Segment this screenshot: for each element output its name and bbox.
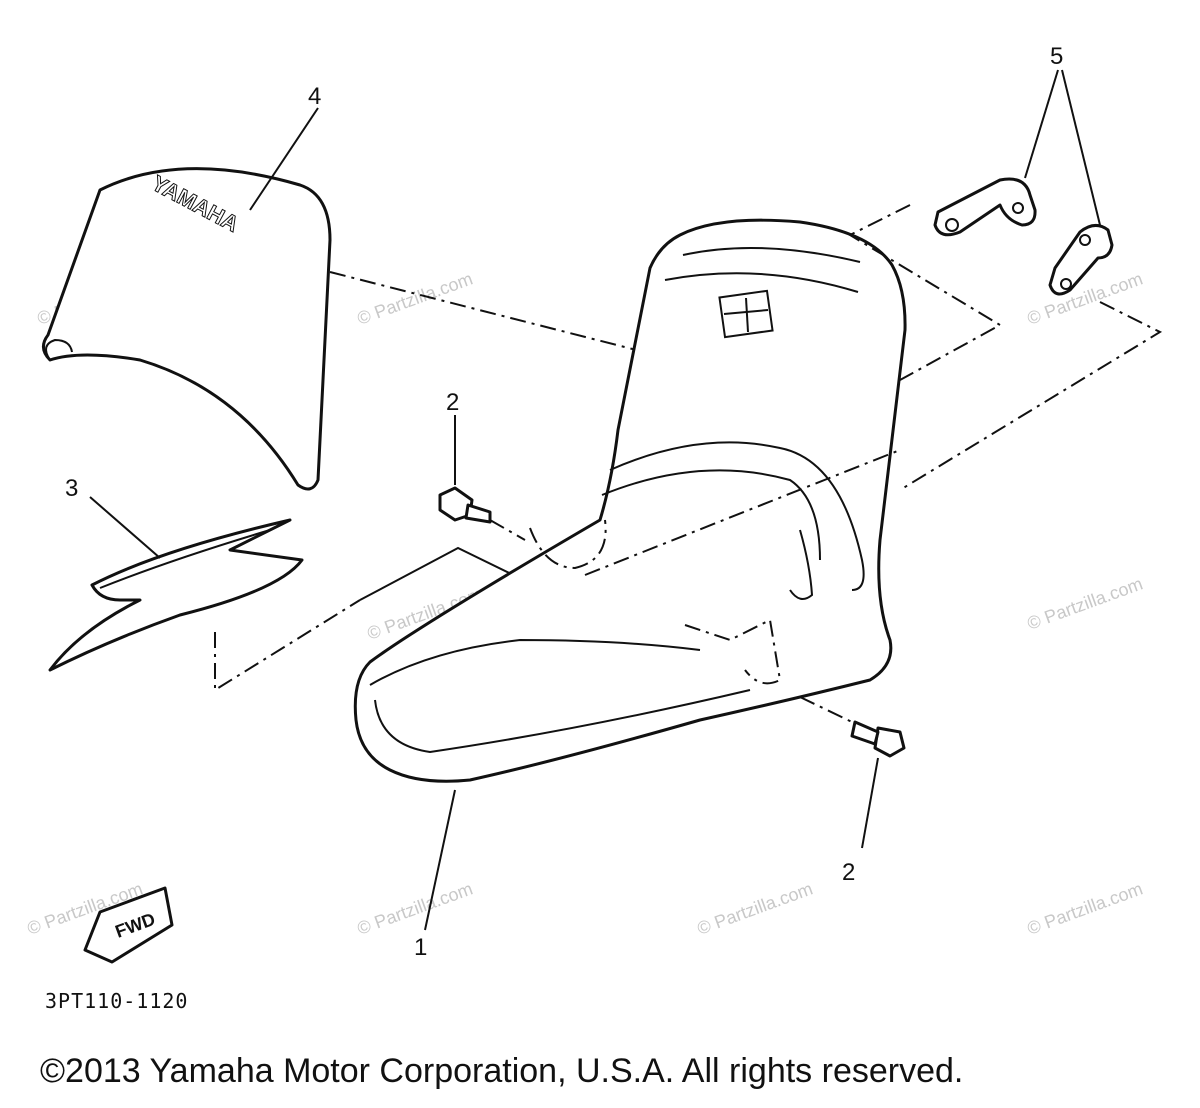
reference-code: 3PT110-1120 bbox=[45, 989, 188, 1013]
callout-3: 3 bbox=[65, 475, 78, 502]
watermark-text: © Partzilla.com bbox=[1025, 573, 1146, 633]
bolt-part-upper bbox=[438, 486, 492, 524]
seat-part bbox=[353, 218, 907, 783]
side-graphic-part bbox=[48, 518, 304, 672]
bolt-upper-position-line bbox=[489, 519, 526, 541]
leader-line-5b bbox=[1061, 69, 1101, 226]
bracket-position-line-b bbox=[899, 301, 1163, 491]
callout-2-upper: 2 bbox=[446, 389, 459, 416]
watermark-text: © Partzilla.com bbox=[695, 878, 816, 938]
bolt-part-lower bbox=[850, 720, 906, 758]
fwd-arrow-icon: FWD bbox=[83, 886, 174, 964]
bracket-part-lower bbox=[1048, 224, 1114, 296]
leader-line-4 bbox=[249, 107, 319, 211]
copyright-notice: ©2013 Yamaha Motor Corporation, U.S.A. A… bbox=[40, 1052, 964, 1090]
bolt-lower-position-line bbox=[799, 696, 853, 723]
leader-line-3 bbox=[89, 496, 161, 559]
bracket-part-upper bbox=[933, 177, 1037, 237]
bracket-position-line-a bbox=[847, 204, 1003, 381]
watermark-text: © Partzilla.com bbox=[355, 268, 476, 328]
watermark-text: © Partzilla.com bbox=[1025, 878, 1146, 938]
leader-line-2-lower bbox=[861, 757, 879, 849]
leader-line-1 bbox=[424, 789, 456, 931]
callout-4: 4 bbox=[308, 83, 321, 110]
watermark-text: © Partzilla.com bbox=[1025, 268, 1146, 328]
callout-1: 1 bbox=[414, 934, 427, 961]
emblem-panel-position-line bbox=[329, 271, 716, 371]
emblem-panel-part: YAMAHA bbox=[42, 167, 332, 491]
watermark-text: © Partzilla.com bbox=[355, 878, 476, 938]
seat-position-line bbox=[584, 449, 901, 576]
callout-5: 5 bbox=[1050, 43, 1063, 70]
graphic-position-line-a bbox=[214, 599, 361, 692]
seat-label-badge bbox=[718, 289, 774, 339]
callout-2-lower: 2 bbox=[842, 859, 855, 886]
leader-line-5a bbox=[1024, 69, 1059, 179]
